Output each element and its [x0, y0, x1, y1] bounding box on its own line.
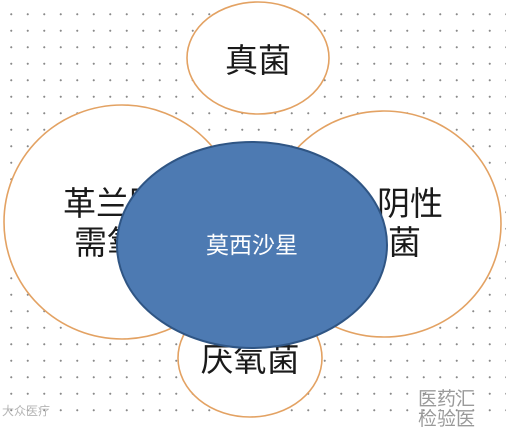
watermark-left: 大众医疗	[2, 404, 51, 418]
watermark-right: 医药汇 检验医	[418, 389, 475, 429]
node-top-label: 真菌	[225, 41, 291, 80]
watermark-right-line2: 检验医	[418, 408, 476, 430]
watermark-right-line1: 医药汇	[418, 388, 476, 410]
center-drug-label: 莫西沙星	[206, 233, 298, 259]
node-right-label-line1: 阴性	[377, 184, 443, 223]
node-top-circle	[186, 1, 330, 115]
center-drug-ellipse	[116, 141, 388, 349]
node-right-label-line2: 菌	[388, 223, 421, 262]
